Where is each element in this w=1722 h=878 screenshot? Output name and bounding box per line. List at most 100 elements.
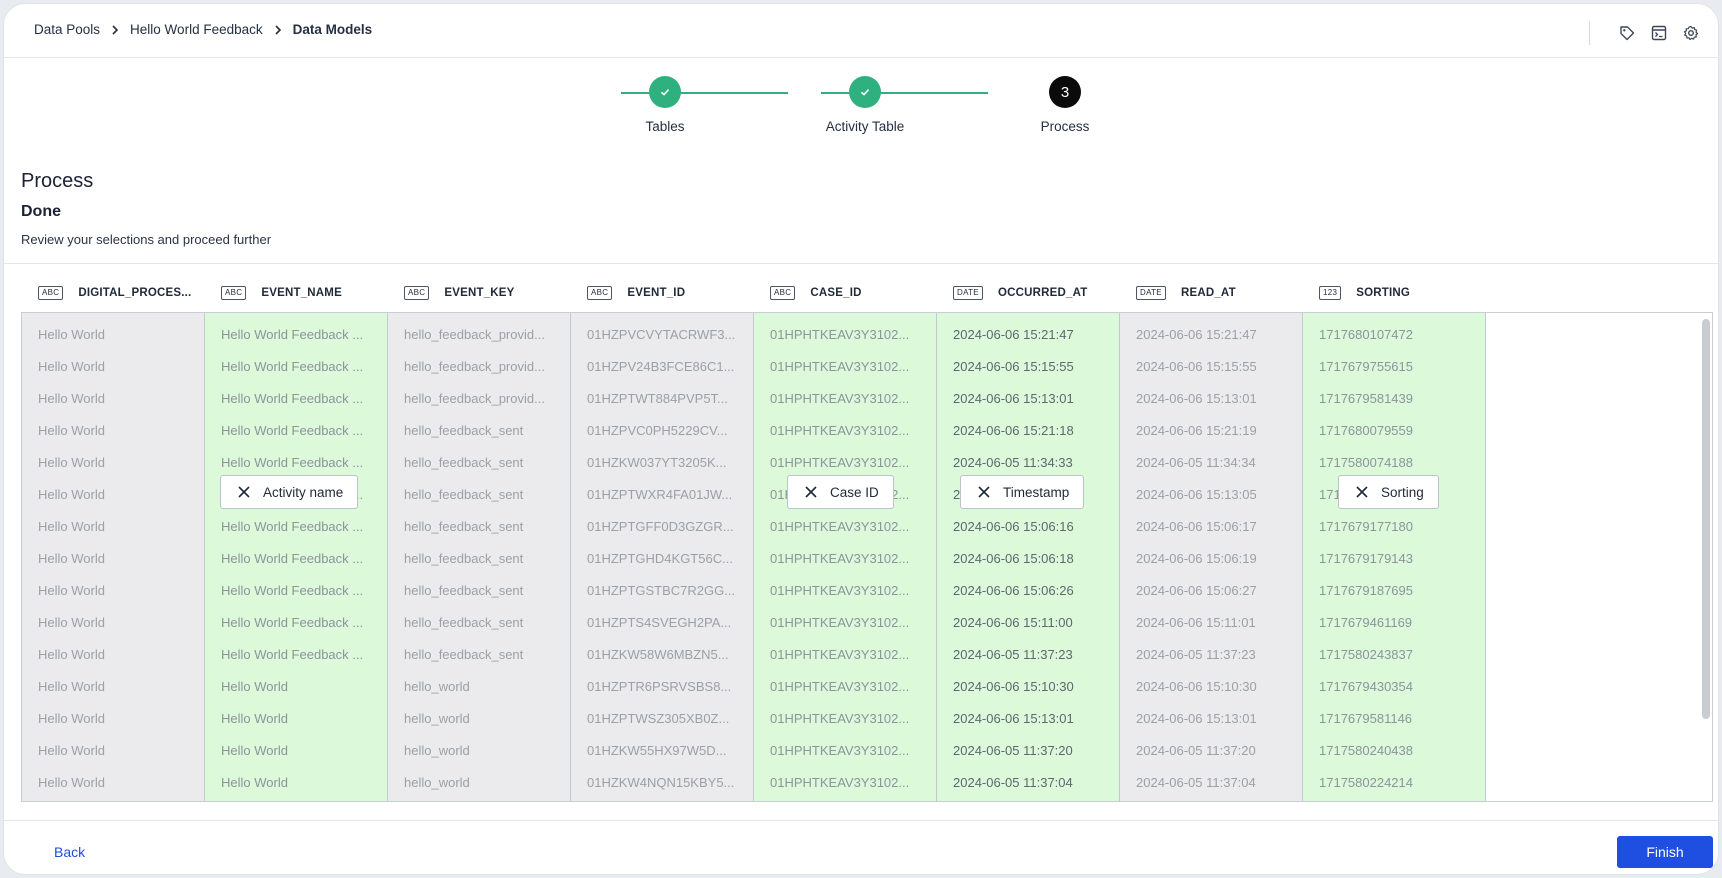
check-icon bbox=[849, 76, 881, 108]
table-cell: 2024-06-05 11:37:20 bbox=[1136, 743, 1256, 758]
close-icon[interactable] bbox=[804, 485, 818, 499]
table-cell: 01HPHTKEAV3Y3102... bbox=[770, 647, 910, 662]
table-cell: 2024-06-06 15:10:30 bbox=[953, 679, 1074, 694]
column-name: SORTING bbox=[1356, 287, 1411, 299]
table-cell: 01HPHTKEAV3Y3102... bbox=[770, 423, 910, 438]
table-cell: 01HZPTGHD4KGT56C... bbox=[587, 551, 733, 566]
table-cell: 2024-06-06 15:06:27 bbox=[1136, 583, 1257, 598]
table-column[interactable]: 2024-06-06 15:21:47 2024-06-06 15:15:55 20… bbox=[1120, 313, 1303, 801]
close-icon[interactable] bbox=[237, 485, 251, 499]
activity-name-chip[interactable]: Activity name bbox=[220, 475, 359, 509]
table-cell: 1717679581146 bbox=[1319, 711, 1413, 726]
table-cell: Hello World Feedback ... bbox=[221, 327, 364, 342]
table-cell: 2024-06-05 11:37:04 bbox=[953, 775, 1073, 790]
table-cell: 2024-06-05 11:37:20 bbox=[953, 743, 1073, 758]
table-cell: 2024-06-05 11:37:04 bbox=[1136, 775, 1256, 790]
gear-icon[interactable] bbox=[1682, 24, 1700, 42]
table-cell: Hello World Feedback ... bbox=[221, 583, 364, 598]
table-cell: 01HZKW037YT3205K... bbox=[587, 455, 727, 470]
close-icon[interactable] bbox=[977, 485, 991, 499]
back-button[interactable]: Back bbox=[54, 844, 86, 860]
toolbar-divider bbox=[1589, 21, 1590, 45]
table-cell: Hello World bbox=[38, 647, 105, 662]
table-column[interactable]: 01HPHTKEAV3Y3102... 01HPHTKEAV3Y3102... 01… bbox=[754, 313, 937, 801]
table-cell: hello_world bbox=[404, 775, 470, 790]
table-cell: Hello World bbox=[38, 359, 105, 374]
column-type-badge: ABC bbox=[587, 286, 613, 300]
sorting-chip[interactable]: Sorting bbox=[1338, 475, 1439, 509]
chevron-right-icon bbox=[273, 24, 283, 35]
table-cell: 2024-06-06 15:06:17 bbox=[1136, 519, 1257, 534]
chevron-right-icon bbox=[110, 24, 120, 35]
chip-label: Timestamp bbox=[1003, 484, 1070, 500]
table-cell: 1717580074188 bbox=[1319, 455, 1413, 470]
step-label: Tables bbox=[645, 119, 685, 134]
table-cell: hello_feedback_provid... bbox=[404, 359, 545, 374]
table-cell: Hello World bbox=[38, 519, 105, 534]
tag-icon[interactable] bbox=[1618, 24, 1636, 42]
table-cell: Hello World bbox=[38, 743, 105, 758]
table-cell: hello_feedback_provid... bbox=[404, 391, 545, 406]
table-column[interactable]: hello_feedback_provid... hello_feedback_p… bbox=[388, 313, 571, 801]
finish-button[interactable]: Finish bbox=[1617, 836, 1713, 868]
breadcrumb-item-hello-world-feedback[interactable]: Hello World Feedback bbox=[130, 22, 263, 37]
table-cell: Hello World Feedback ... bbox=[221, 359, 364, 374]
step-process[interactable]: 3 Process bbox=[1005, 76, 1125, 134]
breadcrumb-item-data-pools[interactable]: Data Pools bbox=[34, 22, 101, 37]
top-bar: Data Pools Hello World Feedback Data Mod… bbox=[4, 4, 1718, 58]
step-number: 3 bbox=[1049, 76, 1081, 108]
table-cell: 2024-06-06 15:13:01 bbox=[953, 711, 1074, 726]
step-connector bbox=[821, 92, 988, 94]
column-name: CASE_ID bbox=[810, 287, 862, 299]
table-cell: 2024-06-06 15:15:55 bbox=[1136, 359, 1257, 374]
step-activity-table[interactable]: Activity Table bbox=[805, 76, 925, 134]
table-cell: hello_feedback_sent bbox=[404, 615, 524, 630]
table-column[interactable]: Hello World Feedback ... Hello World Feed… bbox=[205, 313, 388, 801]
table-cell: 01HZPTWXR4FA01JW... bbox=[587, 487, 733, 502]
table-cell: 1717679187695 bbox=[1319, 583, 1413, 598]
table-cell: 01HZKW58W6MBZN5... bbox=[587, 647, 729, 662]
table-cell: 2024-06-06 15:13:01 bbox=[1136, 391, 1257, 406]
column-name: DIGITAL_PROCES... bbox=[78, 287, 192, 299]
table-cell: hello_feedback_provid... bbox=[404, 327, 545, 342]
table-cell: 01HZPTS4SVEGH2PA... bbox=[587, 615, 732, 630]
close-icon[interactable] bbox=[1355, 485, 1369, 499]
table-cell: 2024-06-06 15:06:18 bbox=[953, 551, 1074, 566]
table-cell: 01HZPTR6PSRVSBS8... bbox=[587, 679, 732, 694]
table-cell: 2024-06-06 15:13:01 bbox=[1136, 711, 1257, 726]
check-icon bbox=[649, 76, 681, 108]
table-cell: 1717679461169 bbox=[1319, 615, 1413, 630]
table-cell: hello_world bbox=[404, 711, 470, 726]
timestamp-chip[interactable]: Timestamp bbox=[960, 475, 1085, 509]
table-cell: hello_world bbox=[404, 743, 470, 758]
table-cell: 2024-06-06 15:21:19 bbox=[1136, 423, 1257, 438]
page-title: Process bbox=[21, 170, 94, 192]
table-cell: hello_feedback_sent bbox=[404, 551, 524, 566]
table-column[interactable]: 01HZPVCVYTACRWF3...01HZPV24B3FCE86C1...0… bbox=[571, 313, 754, 801]
case-id-chip[interactable]: Case ID bbox=[787, 475, 894, 509]
step-tables[interactable]: Tables bbox=[605, 76, 725, 134]
terminal-icon[interactable] bbox=[1650, 24, 1668, 42]
table-cell: Hello World Feedback ... bbox=[221, 423, 364, 438]
table-cell: 1717580243837 bbox=[1319, 647, 1413, 662]
table-cell: 2024-06-06 15:21:47 bbox=[1136, 327, 1257, 342]
table-cell: 01HPHTKEAV3Y3102... bbox=[770, 391, 910, 406]
table-cell: 2024-06-06 15:06:19 bbox=[1136, 551, 1257, 566]
table-cell: 2024-06-05 11:37:23 bbox=[953, 647, 1073, 662]
column-type-badge: ABC bbox=[404, 286, 430, 300]
table-cell: hello_feedback_sent bbox=[404, 455, 524, 470]
table-cell: 01HPHTKEAV3Y3102... bbox=[770, 711, 910, 726]
vertical-scrollbar[interactable] bbox=[1702, 319, 1710, 719]
